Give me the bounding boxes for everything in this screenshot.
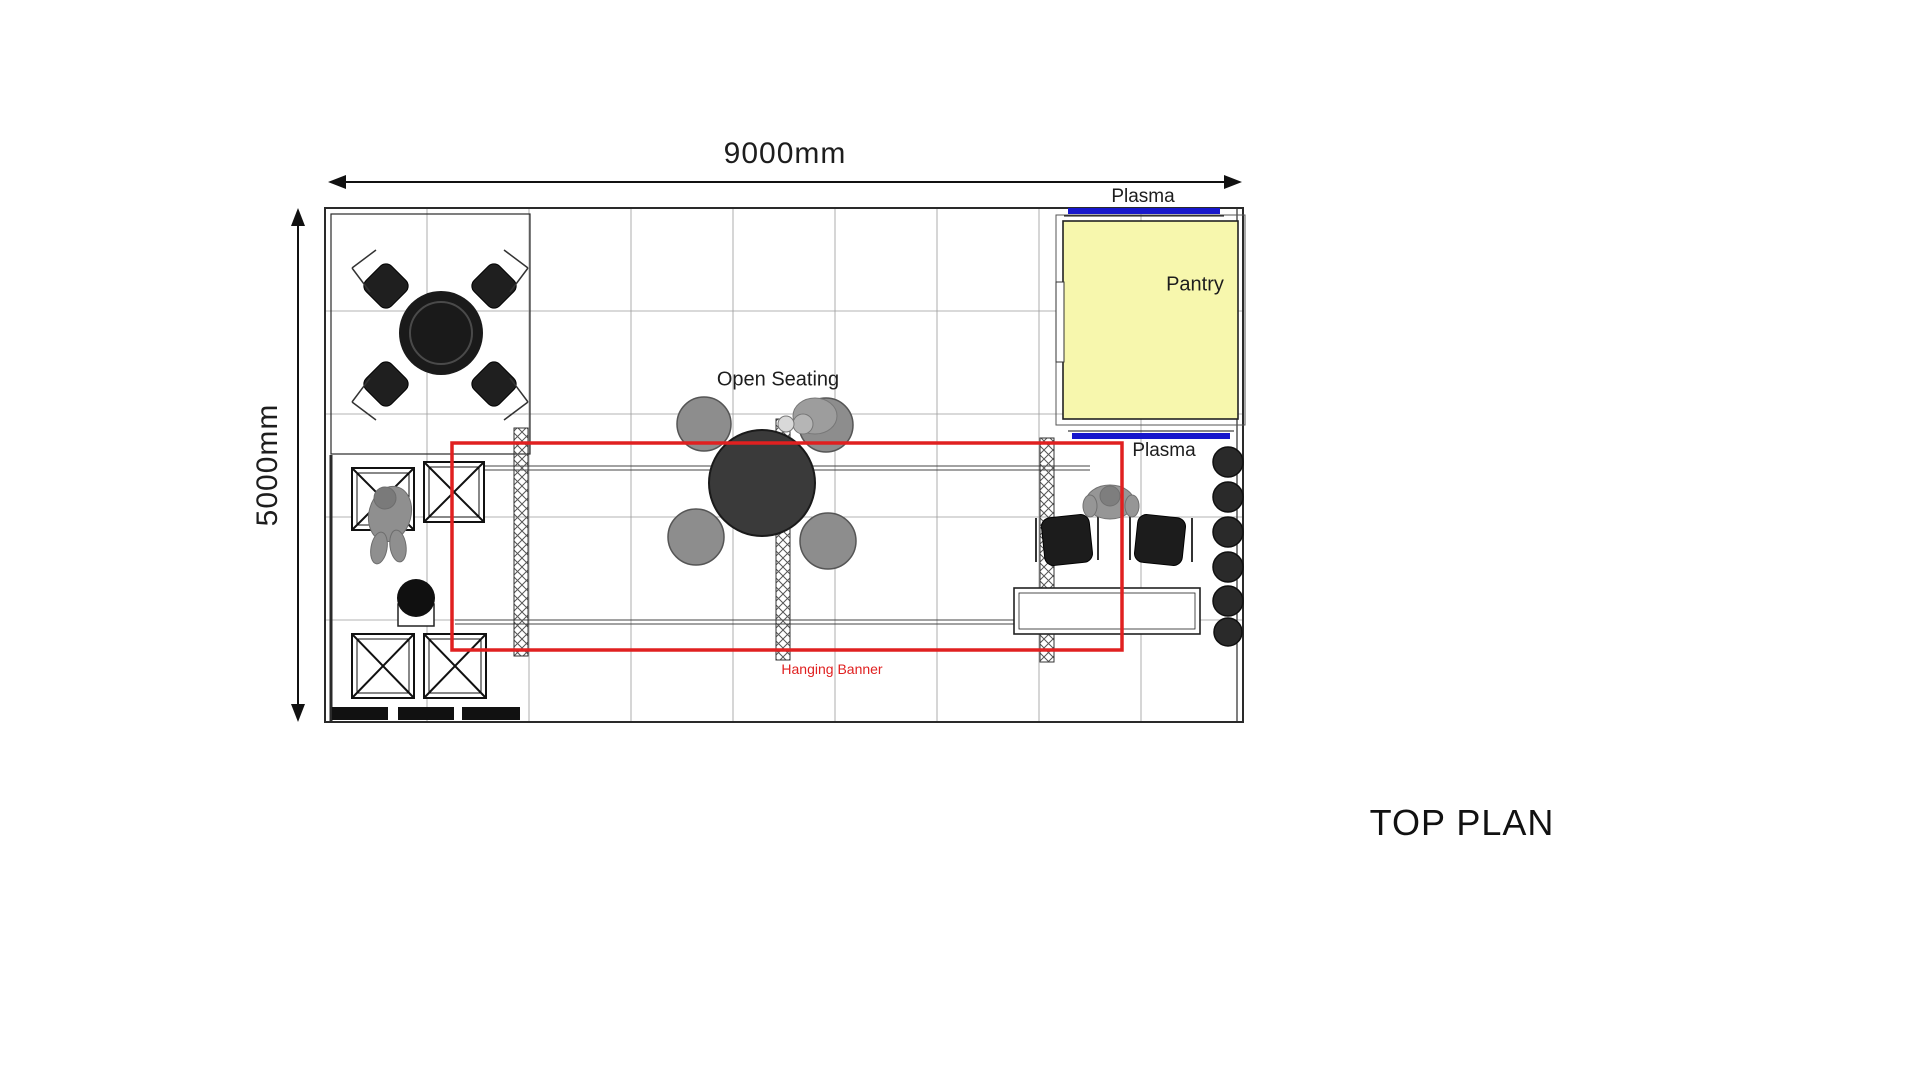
- hanging-banner-outline: [450, 441, 1124, 652]
- crate-box: [423, 461, 485, 523]
- right-chairs: [1035, 514, 1193, 566]
- meeting-table: [399, 291, 483, 375]
- wall-hatch-bottom: [332, 707, 520, 720]
- person-at-open-seating: [777, 397, 838, 435]
- person-figure-right: [1082, 484, 1140, 520]
- width-dimension-line: [328, 175, 1242, 189]
- person-figure-left: [367, 485, 413, 565]
- stool: [397, 579, 435, 627]
- drawing-title: TOP PLAN: [1369, 802, 1555, 843]
- plasma-bottom-label: Plasma: [1132, 440, 1196, 461]
- hanging-banner-label: Hanging Banner: [781, 661, 883, 677]
- open-seating-label: Open Seating: [716, 368, 840, 391]
- plasma-screen-top: [1064, 208, 1224, 217]
- height-dimension-label: 5000mm: [251, 403, 284, 527]
- width-dimension-label: 9000mm: [723, 137, 847, 170]
- pantry-area: [1055, 214, 1246, 426]
- pantry-label: Pantry: [1166, 273, 1224, 296]
- plasma-screen-bottom: [1068, 430, 1234, 439]
- crate-box: [351, 633, 415, 699]
- open-seating-table: [708, 429, 816, 537]
- crate-box: [423, 633, 487, 699]
- meeting-chairs: [351, 249, 529, 421]
- plasma-top-label: Plasma: [1111, 186, 1175, 207]
- counter: [1013, 587, 1201, 635]
- plant-row: [1212, 446, 1244, 647]
- height-dimension-line: [291, 208, 305, 722]
